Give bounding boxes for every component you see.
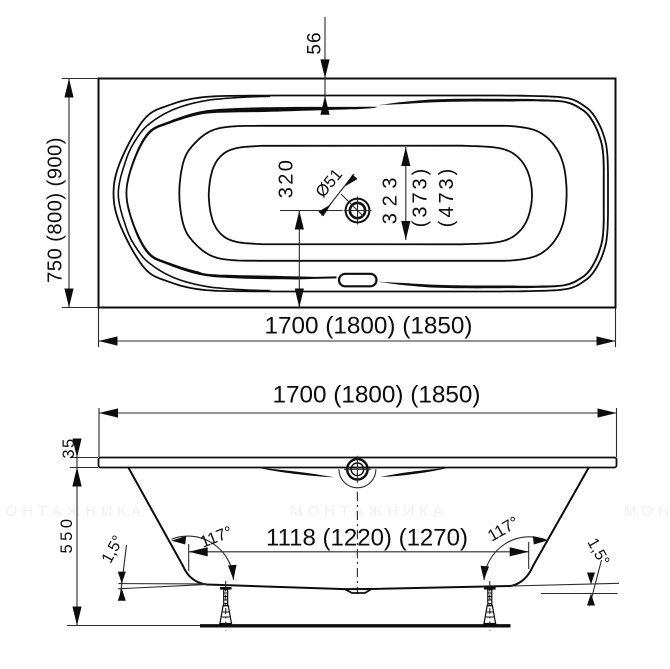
svg-text:323: 323 — [380, 171, 402, 224]
svg-text:(473): (473) — [436, 166, 458, 228]
svg-text:1118 (1220) (1270): 1118 (1220) (1270) — [266, 525, 468, 552]
svg-text:550: 550 — [58, 515, 76, 553]
svg-text:МОНТАЖНИКА: МОНТАЖНИКА — [290, 503, 448, 520]
svg-text:56: 56 — [304, 31, 325, 54]
svg-text:750 (800) (900): 750 (800) (900) — [45, 137, 67, 283]
svg-text:(373): (373) — [410, 166, 432, 228]
svg-text:1700 (1800) (1850): 1700 (1800) (1850) — [272, 382, 480, 409]
svg-text:МОНТАЖНИКА: МОНТАЖНИКА — [0, 503, 146, 520]
svg-text:1700 (1800) (1850): 1700 (1800) (1850) — [264, 312, 472, 339]
svg-text:320: 320 — [276, 158, 298, 199]
svg-text:35: 35 — [60, 437, 78, 458]
svg-text:МОНТАЖНИКА: МОНТАЖНИКА — [624, 503, 670, 520]
